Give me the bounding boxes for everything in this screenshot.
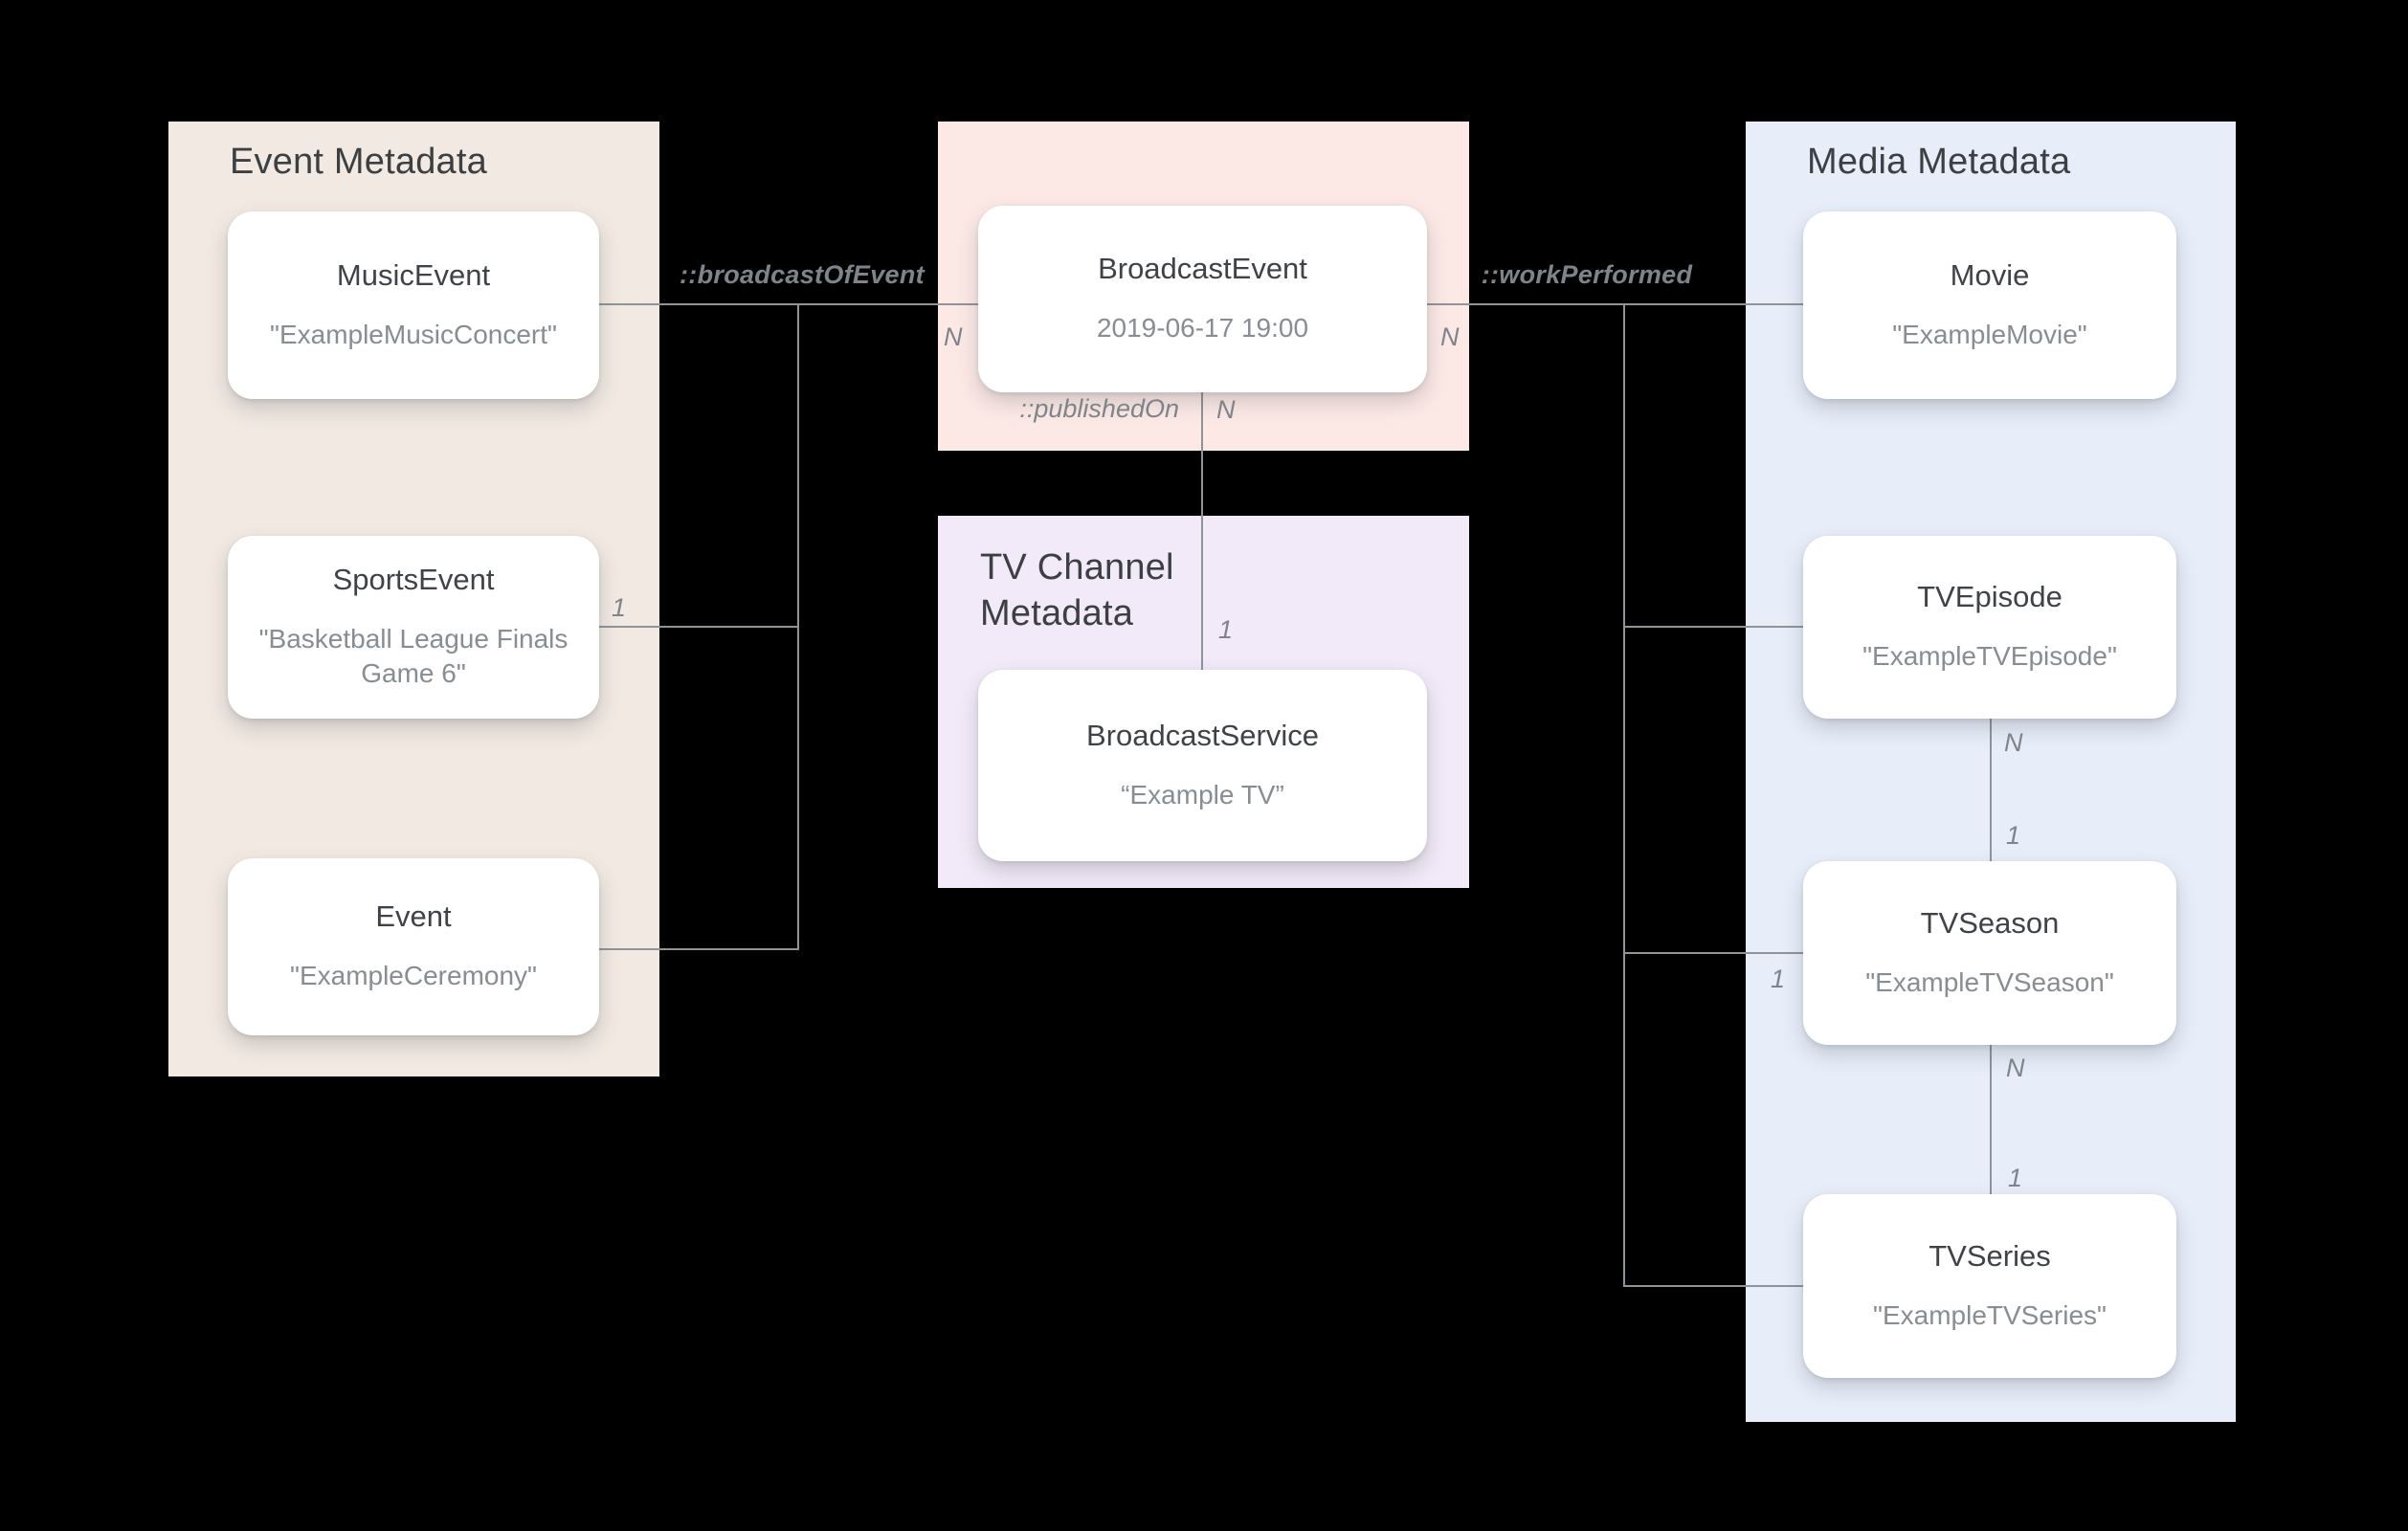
connector-tvepisode-tvseason	[1990, 719, 1992, 861]
tvseries-card-title: TVSeries	[1929, 1238, 2051, 1273]
cardinality-workperformed-n: N	[1440, 322, 1460, 351]
musicevent-card-value: "ExampleMusicConcert"	[270, 319, 557, 349]
connector-tvseason-tvseries	[1990, 1045, 1992, 1194]
movie-card-title: Movie	[1950, 257, 2030, 292]
workperformed-relation-label: ::workPerformed	[1481, 260, 1693, 289]
musicevent-card-title: MusicEvent	[336, 257, 491, 292]
broadcastservice-card: BroadcastService “Example TV”	[978, 670, 1427, 861]
tvseason-card-value: "ExampleTVSeason"	[1865, 966, 2114, 997]
cardinality-publishedon-n: N	[1216, 395, 1236, 424]
connector-broadcastevent-movie	[1427, 303, 1803, 305]
publishedon-relation-label: ::publishedOn	[1019, 394, 1179, 423]
connector-musicevent-broadcastevent	[599, 303, 978, 305]
tvseason-card: TVSeason "ExampleTVSeason"	[1803, 861, 2176, 1045]
broadcastservice-card-title: BroadcastService	[1086, 718, 1319, 752]
sportsevent-card-value: "Basketball League Finals Game 6"	[258, 623, 569, 689]
media-metadata-panel-title: Media Metadata	[1807, 142, 2071, 182]
broadcastofevent-relation-label: ::broadcastOfEvent	[680, 260, 925, 289]
cardinality-episode-season-1: 1	[2006, 821, 2021, 850]
event-metadata-panel-title: Event Metadata	[230, 142, 487, 182]
cardinality-season-series-1: 1	[2008, 1164, 2023, 1192]
tvseries-card: TVSeries "ExampleTVSeries"	[1803, 1194, 2176, 1378]
tv-channel-metadata-panel-title: TV Channel Metadata	[980, 547, 1174, 633]
sportsevent-card-title: SportsEvent	[332, 563, 495, 597]
tvseries-card-value: "ExampleTVSeries"	[1873, 1299, 2107, 1330]
connector-trunk-tvepisode	[1623, 626, 1803, 628]
tvseason-card-title: TVSeason	[1920, 905, 2060, 940]
broadcastevent-card: BroadcastEvent 2019-06-17 19:00	[978, 206, 1427, 392]
sportsevent-card: SportsEvent "Basketball League Finals Ga…	[228, 536, 599, 719]
cardinality-tvseason-1: 1	[1771, 965, 1786, 993]
cardinality-broadcastofevent-n: N	[944, 322, 963, 351]
tvepisode-card: TVEpisode "ExampleTVEpisode"	[1803, 536, 2176, 719]
broadcastevent-card-value: 2019-06-17 19:00	[1096, 313, 1309, 344]
connector-broadcastevent-broadcastservice	[1201, 392, 1203, 670]
connector-trunk-tvseason	[1623, 952, 1803, 954]
broadcastservice-card-value: “Example TV”	[1121, 779, 1284, 810]
connector-event-trunk	[599, 948, 799, 950]
cardinality-episode-season-n: N	[2004, 728, 2023, 757]
connector-sportsevent-trunk	[599, 626, 799, 628]
connector-right-trunk	[1623, 303, 1625, 1287]
musicevent-card: MusicEvent "ExampleMusicConcert"	[228, 211, 599, 399]
event-card: Event "ExampleCeremony"	[228, 858, 599, 1035]
connector-left-trunk	[797, 303, 799, 950]
movie-card-value: "ExampleMovie"	[1892, 319, 2087, 349]
cardinality-season-series-n: N	[2006, 1054, 2025, 1082]
connector-trunk-tvseries	[1623, 1285, 1803, 1287]
event-card-title: Event	[375, 899, 452, 934]
cardinality-publishedon-1: 1	[1218, 615, 1234, 644]
tvepisode-card-title: TVEpisode	[1917, 580, 2062, 614]
broadcastevent-card-title: BroadcastEvent	[1098, 252, 1307, 286]
cardinality-sportsevent-1: 1	[612, 593, 627, 622]
movie-card: Movie "ExampleMovie"	[1803, 211, 2176, 399]
event-card-value: "ExampleCeremony"	[290, 961, 537, 991]
tvepisode-card-value: "ExampleTVEpisode"	[1862, 641, 2117, 672]
